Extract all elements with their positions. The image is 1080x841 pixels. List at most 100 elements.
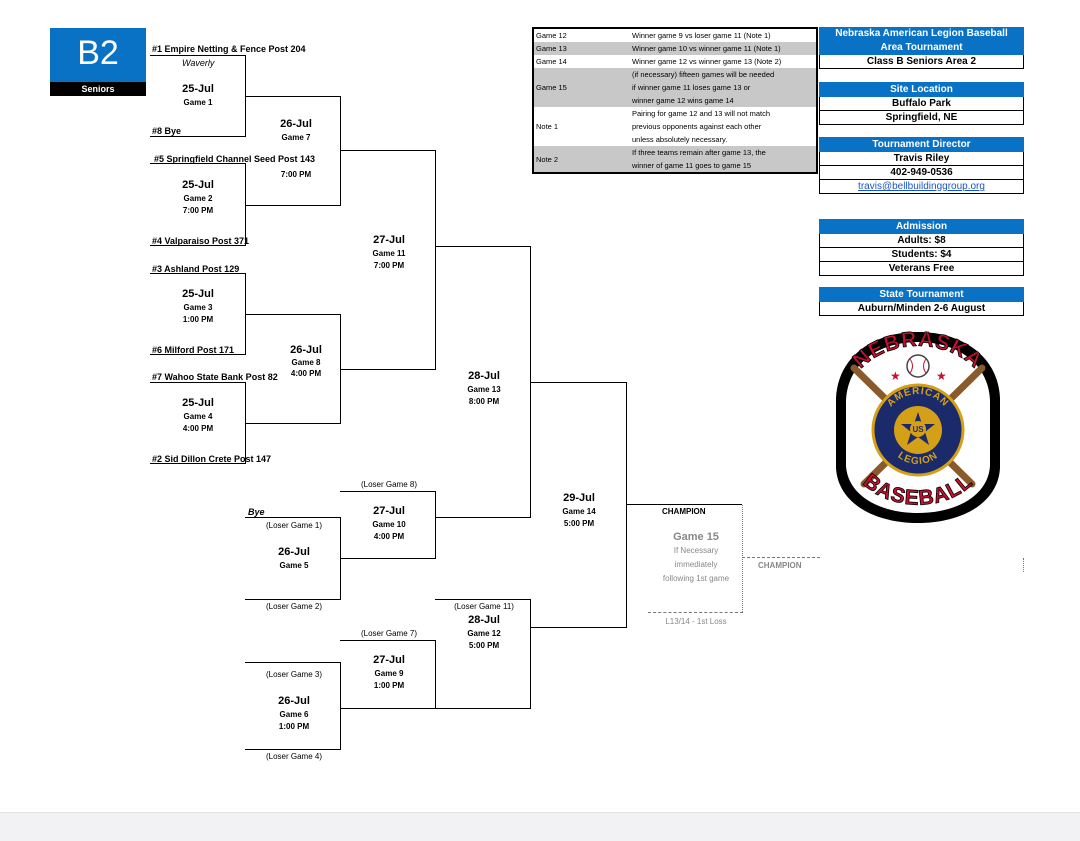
director-phone: 402-949-0536	[819, 166, 1024, 180]
team-1-city: Waverly	[182, 58, 215, 68]
site-header: Site Location	[819, 82, 1024, 97]
notes-table: Game 12 Winner game 9 vs loser game 11 (N…	[532, 27, 818, 174]
director-name: Travis Riley	[819, 152, 1024, 166]
final-champion-label: CHAMPION	[758, 561, 802, 570]
notes-row: previous opponents against each other	[533, 120, 817, 133]
loser-game-1: (Loser Game 1)	[265, 521, 323, 530]
state-dates: Auburn/Minden 2-6 August	[819, 302, 1024, 316]
note-text: Winner game 12 vs winner game 13 (Note 2…	[632, 57, 782, 66]
note-key: Game 15	[533, 68, 630, 107]
game-15-title: Game 15	[673, 531, 719, 543]
tournament-title-box: Nebraska American Legion Baseball Area T…	[819, 27, 1024, 69]
note-key: Note 2	[533, 146, 630, 173]
svg-text:LEGION: LEGION	[896, 450, 940, 467]
admission-header: Admission	[819, 219, 1024, 234]
notes-row: Game 14 Winner game 12 vs winner game 13 …	[533, 55, 817, 68]
game-7-time: 7:00 PM	[280, 170, 312, 179]
note-key: Game 14	[536, 57, 567, 66]
team-8: #8 Bye	[152, 126, 182, 136]
note-text: unless absolutely necessary.	[632, 135, 728, 144]
note-key: Note 1	[536, 122, 559, 131]
game-15-line3: following 1st game	[662, 574, 730, 583]
state-tournament-box: State Tournament Auburn/Minden 2-6 Augus…	[819, 287, 1024, 316]
loser-game-11: (Loser Game 11)	[454, 602, 514, 611]
note-text: If three teams remain after game 13, the	[630, 146, 817, 159]
notes-row: if winner game 11 loses game 13 or	[533, 81, 817, 94]
note-text: (if necessary) fifteen games will be nee…	[630, 68, 817, 81]
class-badge: B2 Seniors	[50, 28, 146, 96]
logo-ring-bottom: LEGION	[896, 450, 939, 467]
note-text: winner game 12 wins game 14	[630, 94, 817, 107]
site-city: Springfield, NE	[819, 111, 1024, 125]
site-name: Buffalo Park	[819, 97, 1024, 111]
page-edge-mark	[1023, 558, 1024, 572]
game-15-line2: immediately	[674, 560, 718, 569]
badge-class: B2	[77, 34, 119, 72]
loser-game-3: (Loser Game 3)	[265, 670, 323, 679]
game-15-box: Game 15 If Necessary immediately followi…	[648, 530, 744, 586]
notes-row: winner game 12 wins game 14	[533, 94, 817, 107]
nebraska-american-legion-baseball-logo: ★ ★ US AMERICAN LEGION NEBRASKA BASEBALL	[836, 328, 1000, 523]
team-bye: Bye	[248, 507, 265, 517]
admission-box: Admission Adults: $8 Students: $4 Vetera…	[819, 219, 1024, 276]
loser-game-8: (Loser Game 8)	[360, 480, 418, 489]
loser-game-7: (Loser Game 7)	[360, 629, 418, 638]
note-text: Winner game 9 vs loser game 11 (Note 1)	[632, 31, 771, 40]
loser-game-2: (Loser Game 2)	[265, 602, 323, 611]
badge-division: Seniors	[50, 82, 146, 96]
game-15-line1: If Necessary	[673, 546, 719, 555]
logo-center-text: US	[912, 425, 924, 434]
team-4: #4 Valparaiso Post 371	[152, 236, 250, 246]
notes-row: unless absolutely necessary.	[533, 133, 817, 146]
title-line-2: Area Tournament	[819, 41, 1024, 55]
title-line-1: Nebraska American Legion Baseball	[819, 27, 1024, 41]
admission-students: Students: $4	[819, 248, 1024, 262]
notes-row: Note 1 Pairing for game 12 and 13 will no…	[533, 107, 817, 131]
team-7: #7 Wahoo State Bank Post 82	[152, 372, 278, 382]
director-box: Tournament Director Travis Riley 402-949…	[819, 137, 1024, 194]
game15-box-bottom	[648, 612, 743, 613]
note-text: Winner game 10 vs winner game 11 (Note 1…	[630, 42, 817, 55]
director-header: Tournament Director	[819, 137, 1024, 152]
champion-label: CHAMPION	[662, 507, 706, 516]
game15-box-edge	[742, 505, 743, 612]
note-text: winner of game 11 goes to game 15	[630, 159, 817, 173]
note-text: if winner game 11 loses game 13 or	[630, 81, 817, 94]
state-header: State Tournament	[819, 287, 1024, 302]
admission-adults: Adults: $8	[819, 234, 1024, 248]
team-6: #6 Milford Post 171	[152, 345, 235, 355]
team-5: #5 Springfield Channel Seed Post 143	[154, 154, 316, 164]
notes-row: Game 15(if necessary) fifteen games will…	[533, 68, 817, 107]
note-key: Game 13	[533, 42, 630, 55]
director-email-link[interactable]: travis@bellbuildinggroup.org	[858, 181, 985, 192]
admission-veterans: Veterans Free	[819, 262, 1024, 276]
note-key: Game 12	[536, 31, 567, 40]
baseball-icon	[906, 354, 930, 378]
title-line-3: Class B Seniors Area 2	[819, 55, 1024, 69]
team-3: #3 Ashland Post 129	[152, 264, 240, 274]
star-left-icon: ★	[890, 369, 901, 383]
note-text: Pairing for game 12 and 13 will not matc…	[632, 109, 770, 118]
team-2: #2 Sid Dillon Crete Post 147	[152, 454, 272, 464]
star-right-icon: ★	[936, 369, 947, 383]
loss-note: L13/14 - 1st Loss	[665, 617, 727, 626]
notes-row: winner of game 11 goes to game 15	[533, 159, 817, 173]
champion-line	[742, 557, 820, 558]
team-1: #1 Empire Netting & Fence Post 204	[152, 44, 306, 54]
site-location-box: Site Location Buffalo Park Springfield, …	[819, 82, 1024, 125]
loser-game-4: (Loser Game 4)	[265, 752, 323, 761]
